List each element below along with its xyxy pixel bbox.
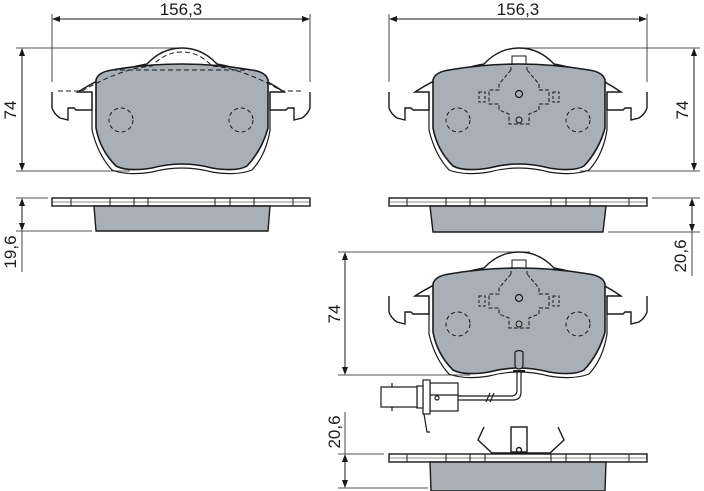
pad-2-side-view — [388, 197, 648, 233]
pad-2-front-view — [388, 47, 648, 175]
connector-body — [429, 382, 459, 412]
height-label-1: 74 — [1, 101, 20, 120]
thickness-label-3: 20,6 — [325, 415, 344, 448]
pad-3-side-view — [388, 426, 648, 491]
thickness-label-1: 19,6 — [1, 235, 20, 268]
height-label-2: 74 — [673, 101, 692, 120]
spring-clip — [477, 426, 565, 454]
height-dimension-3: 74 — [325, 251, 530, 376]
connector-plug — [380, 386, 418, 408]
height-dimension-1: 74 — [1, 47, 180, 172]
center-hole — [514, 89, 524, 99]
pad-1-side-view — [51, 197, 311, 232]
thickness-label-2: 20,6 — [671, 239, 690, 272]
width-dimension-1: 156,3 — [51, 0, 311, 82]
dashed-circle-left — [445, 107, 471, 133]
wear-sensor-wire — [380, 349, 525, 433]
thickness-dimension-2: 20,6 — [608, 197, 700, 276]
pad-1-front-view — [51, 47, 311, 175]
height-dimension-2: 74 — [520, 47, 700, 172]
thickness-dimension-3: 20,6 — [325, 412, 428, 489]
width-label-1: 156,3 — [160, 0, 203, 19]
dashed-circle-right — [565, 107, 591, 133]
width-label-2: 156,3 — [497, 0, 540, 19]
dashed-circle-right — [228, 107, 254, 133]
height-label-3: 74 — [325, 305, 344, 324]
dashed-circle-left — [108, 107, 134, 133]
thickness-dimension-1: 19,6 — [1, 197, 92, 272]
pad-3-front-view — [388, 251, 648, 379]
